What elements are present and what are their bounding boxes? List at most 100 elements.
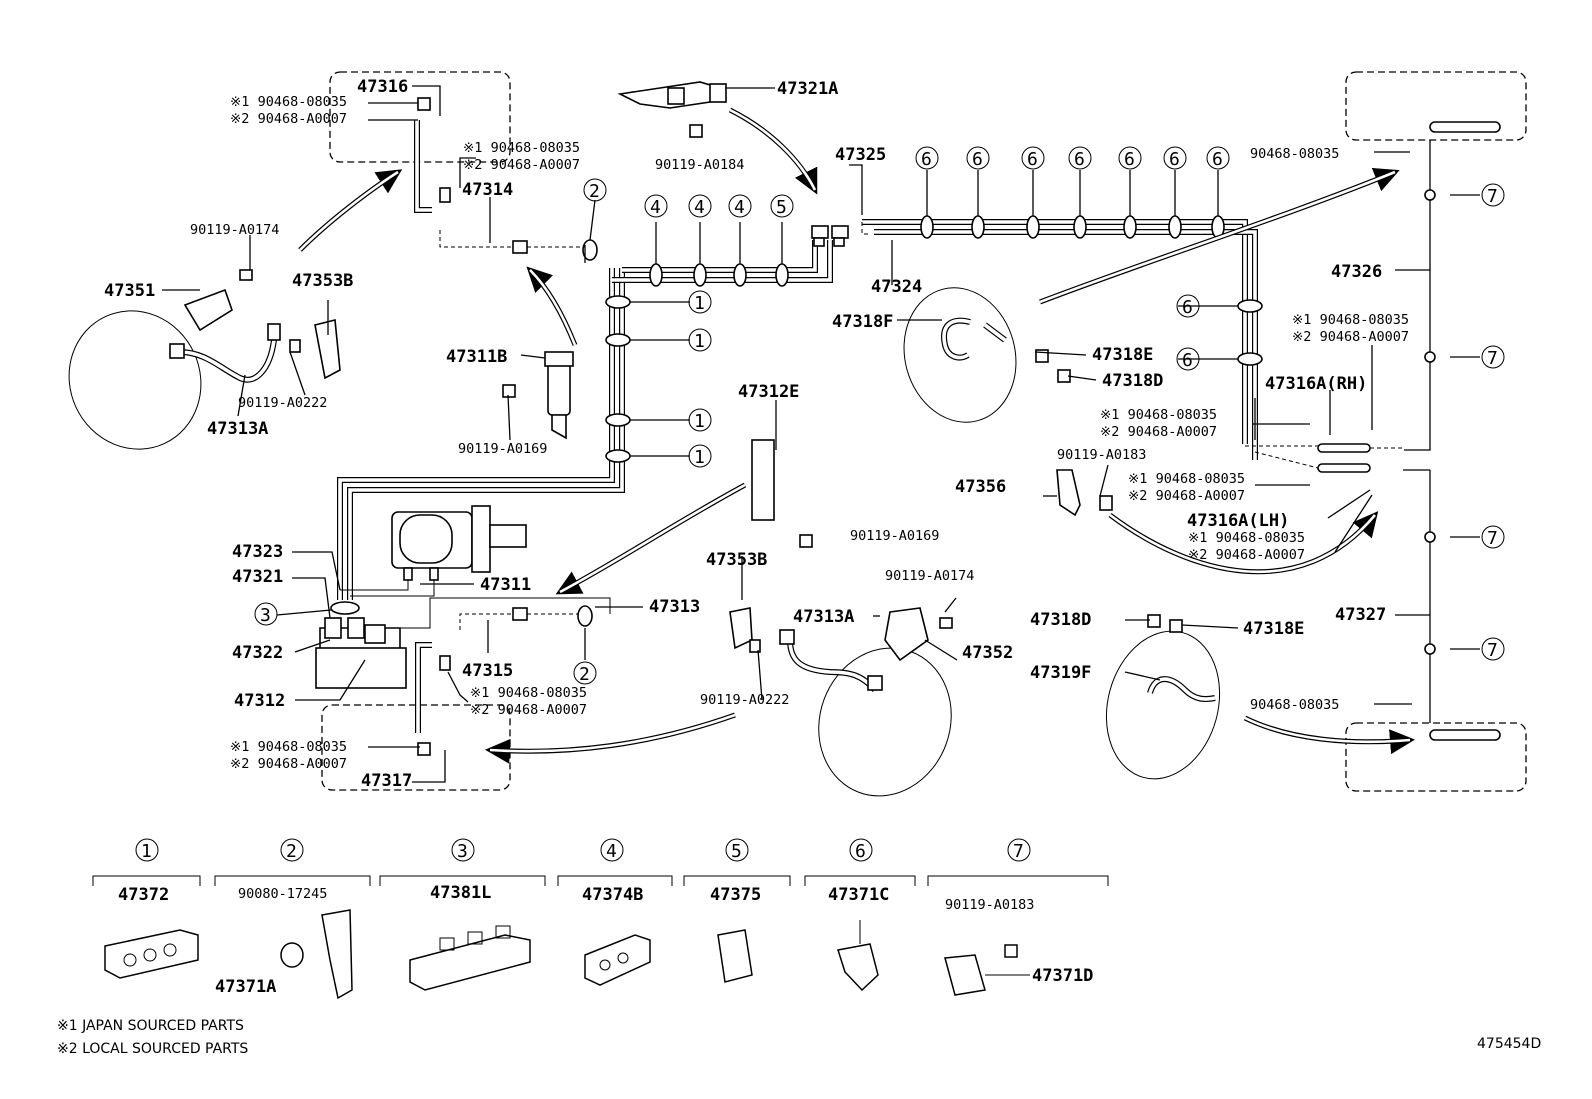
note-japan-1: ※1 90468-08035: [230, 94, 347, 110]
label-47316a-rh: 47316A(RH): [1265, 374, 1367, 394]
label-47312: 47312: [234, 691, 285, 711]
svg-text:6: 6: [1182, 297, 1193, 318]
label-90119-a0169-lower: 90119-A0169: [850, 528, 939, 544]
svg-text:6: 6: [1124, 149, 1135, 170]
label-47356: 47356: [955, 477, 1006, 497]
label-47353b-lower: 47353B: [706, 550, 767, 570]
svg-text:2: 2: [286, 841, 297, 862]
svg-text:6: 6: [1212, 149, 1223, 170]
label-47313a: 47313A: [207, 419, 268, 439]
note-local-8: ※2 90468-A0007: [230, 756, 347, 772]
svg-text:2: 2: [589, 181, 600, 202]
junction-blocks: [439, 222, 870, 630]
callout-6-c: 6: [1021, 146, 1045, 170]
svg-text:7: 7: [1487, 528, 1498, 549]
label-47319f: 47319F: [1030, 663, 1091, 683]
label-47321: 47321: [232, 567, 283, 587]
brake-tube-bundle: [337, 140, 1431, 723]
footnote-japan: ※1 JAPAN SOURCED PARTS: [57, 1018, 244, 1034]
svg-text:3: 3: [457, 841, 468, 862]
label-47312e: 47312E: [738, 382, 799, 402]
legend-item-1: 1 47372: [104, 838, 199, 979]
note-local-3: ※2 90468-A0007: [1292, 329, 1409, 345]
svg-text:90119-A0183: 90119-A0183: [945, 897, 1034, 913]
svg-text:4: 4: [606, 841, 617, 862]
callout-1-a: 1: [688, 290, 712, 314]
label-47313a-lower: 47313A: [793, 607, 854, 627]
front-right-hose-detail: [729, 607, 953, 797]
svg-text:3: 3: [260, 605, 271, 626]
label-47326: 47326: [1331, 262, 1382, 282]
rear-axle-tubes: [1245, 121, 1501, 741]
label-47316a-lh: 47316A(LH): [1187, 511, 1289, 531]
label-47322: 47322: [232, 643, 283, 663]
label-47318e: 47318E: [1092, 345, 1153, 365]
callout-6-f: 6: [1163, 146, 1187, 170]
callout-3: 3: [254, 602, 278, 626]
svg-text:6: 6: [1182, 350, 1193, 371]
bracket-47312e: [751, 439, 813, 548]
legend-item-7: 7 90119-A0183 47371D: [944, 838, 1093, 996]
svg-text:7: 7: [1013, 841, 1024, 862]
flow-arrows: [298, 107, 1415, 764]
svg-text:47371C: 47371C: [828, 885, 889, 905]
svg-text:6: 6: [921, 149, 932, 170]
svg-text:1: 1: [694, 411, 705, 432]
callout-6-a: 6: [915, 146, 939, 170]
label-90119-a0222-lower: 90119-A0222: [700, 692, 789, 708]
callout-7-a: 7: [1481, 183, 1505, 207]
figure-id: 475454D: [1477, 1036, 1541, 1052]
abs-actuator: [315, 505, 611, 689]
label-47311b: 47311B: [446, 347, 507, 367]
callout-6-h: 6: [1176, 294, 1200, 318]
svg-text:6: 6: [1169, 149, 1180, 170]
callout-4-a: 4: [644, 194, 668, 218]
label-90119-a0184: 90119-A0184: [655, 157, 744, 173]
label-90119-a0174: 90119-A0174: [190, 222, 279, 238]
svg-text:1: 1: [694, 331, 705, 352]
callout-2-bottom: 2: [573, 661, 597, 685]
svg-text:47374B: 47374B: [582, 885, 643, 905]
svg-text:47371A: 47371A: [215, 977, 276, 997]
svg-text:4: 4: [694, 197, 705, 218]
svg-text:4: 4: [650, 197, 661, 218]
label-90119-a0169: 90119-A0169: [458, 441, 547, 457]
leader-lines: [162, 85, 1480, 783]
note-japan-2: ※1 90468-08035: [463, 140, 580, 156]
note-local-5: ※2 90468-A0007: [1128, 488, 1245, 504]
svg-text:90080-17245: 90080-17245: [238, 886, 327, 902]
callout-6-e: 6: [1118, 146, 1142, 170]
label-47352: 47352: [962, 643, 1013, 663]
note-japan-4: ※1 90468-08035: [1100, 407, 1217, 423]
legend-item-5: 5 47375: [710, 838, 761, 983]
rear-left-hose-detail: [1105, 614, 1221, 780]
label-47325: 47325: [835, 145, 886, 165]
legend-item-6: 6 47371C: [828, 838, 889, 992]
callout-5: 5: [770, 194, 794, 218]
svg-text:6: 6: [972, 149, 983, 170]
svg-text:5: 5: [776, 197, 787, 218]
bracket-47356: [1056, 469, 1113, 517]
left-box-tubes: [414, 97, 451, 756]
svg-text:47372: 47372: [118, 885, 169, 905]
note-japan-3: ※1 90468-08035: [1292, 312, 1409, 328]
note-japan-7: ※1 90468-08035: [470, 685, 587, 701]
callout-4-b: 4: [688, 194, 712, 218]
rear-right-hose-detail: [903, 287, 1071, 423]
label-47317: 47317: [361, 771, 412, 791]
clip-label-top: 90468-08035: [1250, 146, 1339, 162]
label-47324: 47324: [871, 277, 922, 297]
label-47318d: 47318D: [1102, 371, 1163, 391]
label-90119-a0183: 90119-A0183: [1057, 447, 1146, 463]
label-47351: 47351: [104, 281, 155, 301]
svg-text:1: 1: [141, 841, 152, 862]
svg-text:2: 2: [579, 664, 590, 685]
note-local-7: ※2 90468-A0007: [470, 702, 587, 718]
svg-text:1: 1: [694, 293, 705, 314]
bracket-47311b: [502, 351, 574, 440]
callout-2-top: 2: [583, 178, 607, 202]
callout-6-d: 6: [1068, 146, 1092, 170]
note-local-4: ※2 90468-A0007: [1100, 424, 1217, 440]
label-47327: 47327: [1335, 605, 1386, 625]
